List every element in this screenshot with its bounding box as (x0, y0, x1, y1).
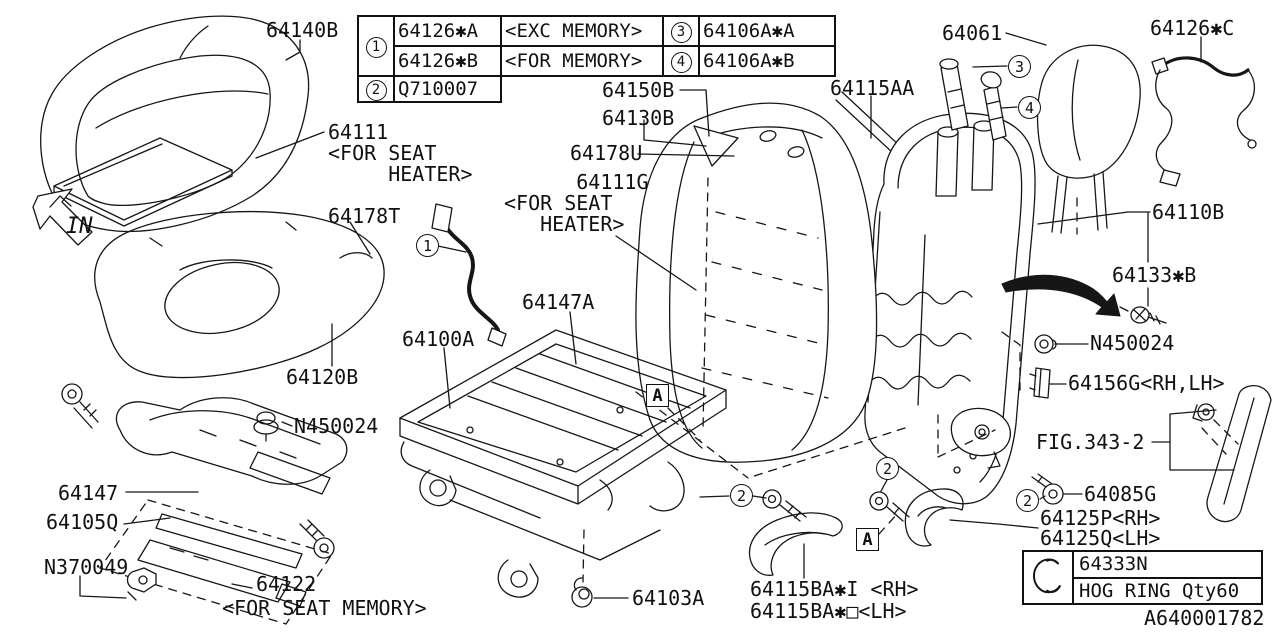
clip-right-drawing (1029, 367, 1051, 399)
part-label-64125Q: 64125Q<LH> (1040, 526, 1161, 550)
part-label-64111: 64111 <FOR SEAT HEATER> (328, 120, 473, 186)
part-label-N450024-left: N450024 (294, 414, 379, 438)
part-label-64110B: 64110B (1152, 200, 1225, 224)
legend-table-row3: 2 Q710007 (357, 75, 502, 103)
part-label-64115BA-RH: 64115BA✱I <RH> (750, 577, 919, 601)
cushion-cover-drawing (40, 15, 310, 233)
part-label-64150B: 64150B (602, 78, 675, 102)
back-cover-drawing (635, 102, 878, 463)
legend-row-2: 64126✱B <FOR MEMORY> 4 64106A✱B (358, 45, 836, 77)
legend-ref-2: 2 (357, 75, 395, 103)
callout-2: 2 (876, 457, 899, 480)
hog-ring-icon (1024, 552, 1074, 603)
part-label-64178U: 64178U (570, 141, 643, 165)
recliner-covers-drawing (748, 488, 964, 576)
part-label-64126C: 64126✱C (1150, 16, 1235, 40)
part-label-64115BA-LH: 64115BA✱□<LH> (750, 599, 907, 623)
part-label-64085G: 64085G (1084, 482, 1157, 506)
orientation-in-label: IN (66, 214, 93, 239)
heater-sheet-drawing (53, 137, 233, 227)
headrest-pins-drawing (939, 58, 1007, 141)
memory-unit-drawing (99, 499, 335, 625)
side-panel-drawing (1192, 384, 1272, 523)
legend-ref-1: 1 (357, 15, 395, 77)
part-label-64100A: 64100A (402, 327, 475, 351)
callout-1-icon: 1 (365, 36, 387, 58)
part-label-64120B: 64120B (286, 365, 359, 389)
screw-64133-drawing (1119, 306, 1167, 325)
legend-row-1: 1 64126✱A <EXC MEMORY> 3 64106A✱A (357, 15, 836, 77)
part-label-64130B: 64130B (602, 106, 675, 130)
hog-ring-desc: HOG RING Qty60 (1079, 580, 1240, 602)
back-frame-drawing (864, 112, 1036, 505)
part-label-64178T: 64178T (328, 204, 401, 228)
part-label-64122: 64122 (256, 572, 317, 596)
part-label-64115AA: 64115AA (830, 76, 915, 100)
in-arrow (32, 188, 93, 246)
legend-ref-4: 4 (662, 45, 700, 77)
legend-part: Q710007 (393, 75, 502, 103)
part-label-fig-343-2: FIG.343-2 (1036, 430, 1145, 454)
legend-part: 64106A✱B (698, 45, 836, 77)
callout-3-icon: 3 (670, 21, 692, 43)
legend-row-3: 2 Q710007 (357, 75, 502, 103)
swoosh-arrow (1001, 274, 1121, 317)
legend-note: <EXC MEMORY> (500, 15, 664, 47)
part-label-64105Q: 64105Q (46, 510, 119, 534)
part-label-64111G: 64111G <FOR SEAT HEATER> (504, 170, 649, 236)
callout-4: 4 (1018, 96, 1041, 119)
callout-4-icon: 4 (670, 51, 692, 73)
part-label-N450024-right: N450024 (1090, 331, 1175, 355)
callout-3: 3 (1008, 55, 1031, 78)
callout-2: 2 (730, 484, 753, 507)
hog-ring-part: 64333N (1074, 552, 1261, 579)
view-marker-a: A (856, 528, 879, 551)
part-label-64125P: 64125P<RH> (1040, 506, 1161, 530)
legend-part: 64126✱A (393, 15, 502, 47)
part-label-seat-memory-note: <FOR SEAT MEMORY> (222, 596, 427, 620)
view-marker-a: A (646, 384, 669, 407)
callout-2: 2 (1016, 489, 1039, 512)
part-label-64061: 64061 (942, 21, 1003, 45)
legend-note: <FOR MEMORY> (500, 45, 664, 77)
part-label-N370049: N370049 (44, 555, 129, 579)
part-label-64156G: 64156G<RH,LH> (1068, 371, 1225, 395)
headrest-drawing (1036, 44, 1141, 235)
part-label-64133B: 64133✱B (1112, 263, 1197, 287)
legend-table: 1 64126✱A <EXC MEMORY> 3 64106A✱A 64126✱… (357, 15, 836, 77)
heater-wire-drawing (431, 203, 507, 347)
bolts-drawing (762, 473, 1064, 522)
rail-assembly-drawing (61, 383, 348, 495)
diagram-id: A640001782 (1144, 606, 1265, 630)
part-label-64103A: 64103A (632, 586, 705, 610)
seat-pad-drawing (94, 211, 385, 379)
legend-part: 64106A✱A (698, 15, 836, 47)
seat-frame-drawing (399, 329, 727, 598)
hog-ring-table: 64333N HOG RING Qty60 (1022, 550, 1263, 605)
leader-lines (79, 32, 1235, 599)
legend-ref-3: 3 (662, 15, 700, 47)
grommet-right-drawing (1034, 334, 1057, 354)
legend-part: 64126✱B (393, 45, 502, 77)
callout-1: 1 (416, 234, 439, 257)
hook-drawing (571, 529, 593, 608)
headrest-harness-drawing (1151, 56, 1257, 187)
callout-2-icon: 2 (365, 79, 387, 101)
part-label-64147A: 64147A (522, 290, 595, 314)
part-label-64140B: 64140B (266, 18, 339, 42)
part-label-64147: 64147 (58, 481, 119, 505)
